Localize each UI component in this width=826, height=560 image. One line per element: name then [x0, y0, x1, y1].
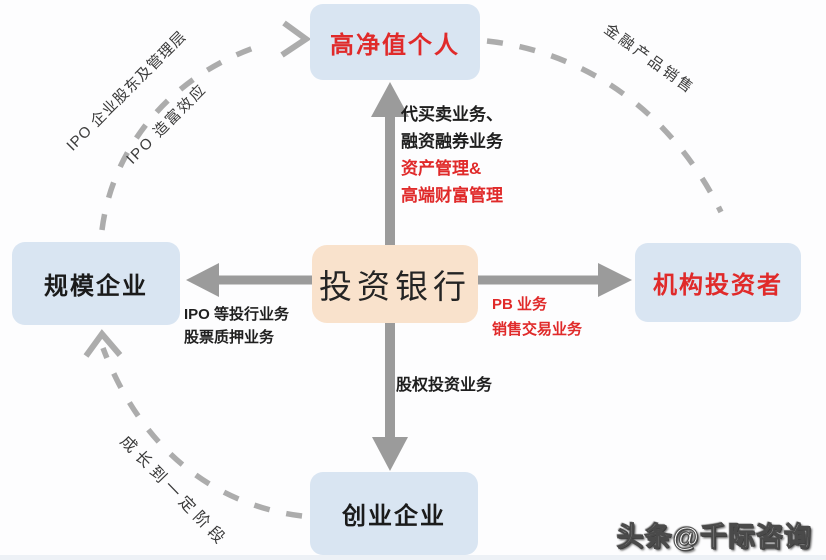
up-arrow-label-line1: 代买卖业务、 [401, 105, 503, 124]
arc-label-ipo-shareholders-management: IPO 企业股东及管理层 [63, 27, 191, 155]
toutiao-watermark: 头条@千际咨询 [616, 522, 812, 553]
arc-label-growth-stage: 成长到一定阶段 [116, 432, 231, 551]
right-arrow-label-line2: 销售交易业务 [492, 321, 583, 338]
up-arrow-label-line2: 融资融券业务 [401, 132, 503, 151]
arc-bottom-to-left-arrowhead-icon [83, 329, 123, 358]
node-investment-bank-center: 投资银行 [312, 245, 478, 323]
node-scale-enterprises: 规模企业 [12, 242, 180, 325]
arrow-left-head-icon [186, 263, 219, 297]
arc-left-to-top-arrowhead-icon [280, 20, 312, 58]
arc-left-to-top [99, 42, 263, 231]
arrow-down-head-icon [372, 437, 408, 471]
arrow-right-head-icon [598, 263, 632, 297]
arc-label-financial-product-sales: 金融产品销售 [600, 20, 699, 98]
up-arrow-labels: 代买卖业务、 融资融券业务 资产管理& 高端财富管理 [401, 101, 503, 209]
arc-top-to-right [486, 38, 724, 214]
node-institutional-investors: 机构投资者 [635, 243, 801, 322]
up-arrow-label-line3: 资产管理& [401, 159, 482, 178]
left-arrow-label-line2: 股票质押业务 [184, 329, 275, 346]
node-startup-enterprises: 创业企业 [310, 472, 478, 555]
left-arrow-labels: IPO 等投行业务 股票质押业务 [184, 303, 289, 349]
right-arrow-labels: PB 业务 销售交易业务 [492, 292, 582, 342]
down-arrow-label: 股权投资业务 [396, 377, 493, 394]
right-arrow-label-line1: PB 业务 [492, 296, 548, 313]
bottom-edge-strip [0, 555, 826, 560]
node-high-net-worth-individuals: 高净值个人 [310, 4, 480, 80]
left-arrow-label-line1: IPO 等投行业务 [184, 306, 290, 323]
up-arrow-label-line4: 高端财富管理 [401, 186, 503, 205]
